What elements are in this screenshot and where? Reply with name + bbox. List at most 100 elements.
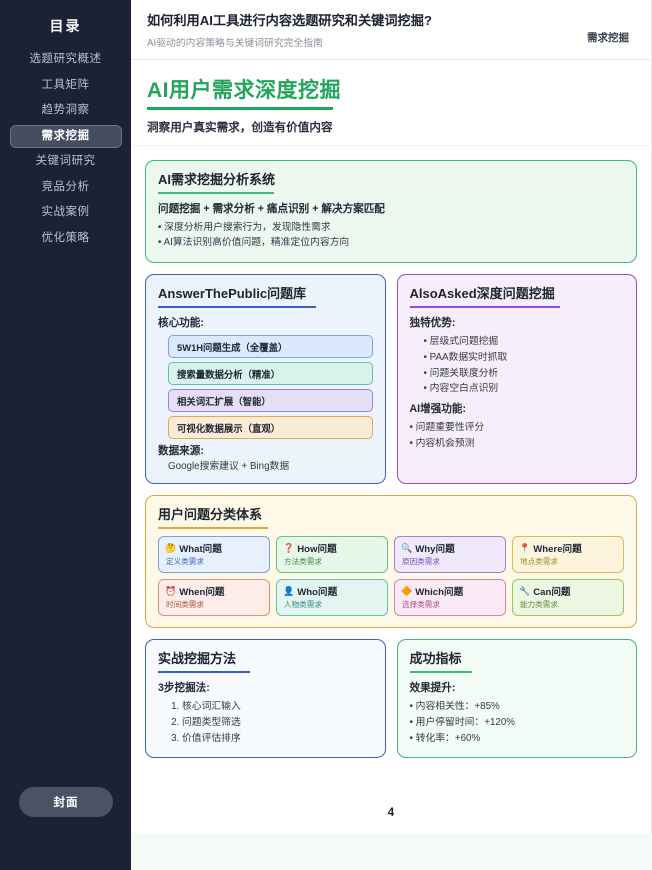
category-card-can-header: 🔧 Can问题 (519, 584, 617, 599)
card-question-categories-title: 用户问题分类体系 (158, 507, 263, 523)
list-item: AI算法识别高价值问题，精准定位内容方向 (158, 235, 624, 251)
sidebar-item-3-active[interactable]: 需求挖掘 (9, 124, 122, 148)
category-card-who[interactable]: 👤 Who问题 人物类需求 (276, 579, 388, 617)
category-label: Who问题 (297, 587, 338, 599)
list-item: 内容机会预测 (410, 436, 625, 452)
slide-topbar: 如何利用AI工具进行内容选题研究和关键词挖掘? AI驱动的内容策略与关键词研究完… (131, 0, 651, 60)
page-number: 4 (387, 807, 395, 819)
list-item: PAA数据实时抓取 (424, 350, 625, 366)
category-label: Which问题 (415, 587, 464, 599)
card-alsoasked-advantages-list: 层级式问题挖掘 PAA数据实时抓取 问题关联度分析 内容空白点识别 (424, 334, 625, 397)
card-method: 实战挖掘方法 3步挖掘法: 核心词汇输入 问题类型筛选 价值评估排序 (145, 639, 386, 759)
category-sublabel: 时间类需求 (166, 600, 204, 610)
category-label: When问题 (179, 587, 225, 599)
sidebar-item-0[interactable]: 选题研究概述 (29, 53, 102, 65)
list-item: 深度分析用户搜索行为，发现隐性需求 (158, 220, 624, 236)
card-alsoasked-lead-advantages: 独特优势: (409, 317, 456, 330)
card-answerthepublic-lead: 核心功能: (158, 317, 204, 330)
magnifier-icon: 🔍 (401, 542, 413, 553)
card-kpi: 成功指标 效果提升: 内容相关性：+85% 用户停留时间：+120% 转化率：+… (396, 639, 637, 759)
sidebar-item-2[interactable]: 趋势洞察 (41, 104, 90, 116)
map-pin-icon: 📍 (519, 542, 531, 553)
list-item: 核心词汇输入 (182, 699, 373, 715)
category-card-can[interactable]: 🔧 Can问题 能力类需求 (512, 579, 624, 617)
feature-pill: 可视化数据展示（直观） (168, 416, 373, 440)
cover-button[interactable]: 封面 (19, 787, 113, 817)
page-subtitle: 洞察用户真实需求，创造有价值内容 (147, 120, 333, 134)
sidebar-item-7[interactable]: 优化策略 (41, 231, 90, 244)
list-item: 层级式问题挖掘 (424, 334, 625, 350)
card-analysis-system-title: AI需求挖掘分析系统 (158, 171, 276, 187)
category-card-why-header: 🔍 Why问题 (401, 541, 499, 556)
card-method-title: 实战挖掘方法 (158, 651, 237, 667)
card-question-categories: 用户问题分类体系 🤔 What问题 定义类需求 ❓ (145, 495, 637, 629)
category-card-when[interactable]: ⏰ When问题 时间类需求 (158, 579, 270, 617)
category-sublabel: 能力类需求 (520, 600, 558, 610)
category-card-how-header: ❓ How问题 (283, 541, 381, 556)
sidebar-item-1[interactable]: 工具矩阵 (41, 78, 90, 91)
sidebar-item-6[interactable]: 实战案例 (41, 206, 90, 218)
category-sublabel: 地点类需求 (520, 557, 558, 567)
list-item: 内容相关性：+85% (410, 699, 625, 715)
category-label: Can问题 (533, 587, 571, 599)
feature-pill-list: 5W1H问题生成（全覆盖） 搜索量数据分析（精准） 相关词汇扩展（智能） 可视化… (168, 335, 373, 440)
category-card-why[interactable]: 🔍 Why问题 原因类需求 (394, 536, 506, 574)
category-label: Why问题 (415, 544, 455, 556)
card-analysis-system-list: 深度分析用户搜索行为，发现隐性需求 AI算法识别高价值问题，精准定位内容方向 (158, 220, 624, 251)
category-label: How问题 (297, 544, 337, 556)
card-analysis-system-rule (158, 191, 274, 194)
feature-pill: 5W1H问题生成（全覆盖） (168, 335, 373, 359)
category-card-where[interactable]: 📍 Where问题 地点类需求 (512, 536, 624, 574)
tools-row: AnswerThePublic问题库 核心功能: 5W1H问题生成（全覆盖） 搜… (145, 274, 637, 485)
card-kpi-title: 成功指标 (409, 651, 462, 667)
category-label: Where问题 (533, 544, 582, 556)
category-card-which[interactable]: 🔶 Which问题 选择类需求 (394, 579, 506, 617)
list-item: 转化率：+60% (410, 731, 625, 747)
thinking-face-icon: 🤔 (165, 542, 177, 553)
card-kpi-metrics: 内容相关性：+85% 用户停留时间：+120% 转化率：+60% (410, 699, 625, 746)
data-source-label: 数据来源: (158, 445, 204, 458)
list-item: 内容空白点识别 (424, 381, 625, 397)
category-card-where-header: 📍 Where问题 (519, 541, 617, 556)
document-subtitle: AI驱动的内容策略与关键词研究完全指南 (147, 37, 323, 49)
card-method-rule (158, 671, 250, 674)
title-underline (147, 106, 333, 110)
card-alsoasked-lead-ai: AI增强功能: (409, 402, 467, 415)
card-question-categories-rule (158, 527, 268, 530)
category-card-how[interactable]: ❓ How问题 方法类需求 (276, 536, 388, 574)
card-method-steps: 核心词汇输入 问题类型筛选 价值评估排序 (182, 699, 373, 746)
card-kpi-rule (409, 671, 472, 674)
sidebar-item-4[interactable]: 关键词研究 (35, 155, 96, 167)
slide-content: AI需求挖掘分析系统 问题挖掘 + 需求分析 + 痛点识别 + 解决方案匹配 深… (131, 146, 651, 833)
list-item: 问题类型筛选 (182, 715, 373, 731)
category-sublabel: 定义类需求 (166, 557, 204, 567)
category-card-who-header: 👤 Who问题 (283, 584, 381, 599)
card-kpi-lead: 效果提升: (409, 682, 456, 695)
card-analysis-system: AI需求挖掘分析系统 问题挖掘 + 需求分析 + 痛点识别 + 解决方案匹配 深… (145, 159, 637, 264)
feature-pill: 相关词汇扩展（智能） (168, 389, 373, 413)
section-badge: 需求挖掘 (587, 32, 629, 44)
slide: 如何利用AI工具进行内容选题研究和关键词挖掘? AI驱动的内容策略与关键词研究完… (131, 0, 652, 833)
category-sublabel: 人物类需求 (284, 600, 322, 610)
diamond-icon: 🔶 (401, 585, 413, 596)
card-answerthepublic: AnswerThePublic问题库 核心功能: 5W1H问题生成（全覆盖） 搜… (145, 274, 386, 485)
card-analysis-system-lead: 问题挖掘 + 需求分析 + 痛点识别 + 解决方案匹配 (158, 202, 385, 215)
document-title: 如何利用AI工具进行内容选题研究和关键词挖掘? (147, 13, 432, 28)
bottom-row: 实战挖掘方法 3步挖掘法: 核心词汇输入 问题类型筛选 价值评估排序 成功指标 … (145, 639, 637, 759)
question-category-grid: 🤔 What问题 定义类需求 ❓ How问题 方法类需求 (158, 536, 624, 617)
sidebar: 目录 选题研究概述 工具矩阵 趋势洞察 需求挖掘 关键词研究 竞品分析 实战案例… (0, 0, 131, 870)
list-item: 价值评估排序 (182, 731, 373, 747)
category-card-what[interactable]: 🤔 What问题 定义类需求 (158, 536, 270, 574)
person-icon: 👤 (283, 585, 295, 596)
sidebar-item-5[interactable]: 竞品分析 (41, 180, 90, 193)
card-answerthepublic-title: AnswerThePublic问题库 (158, 286, 307, 302)
category-sublabel: 方法类需求 (284, 557, 322, 567)
category-sublabel: 选择类需求 (402, 600, 440, 610)
card-answerthepublic-rule (158, 306, 316, 309)
category-card-which-header: 🔶 Which问题 (401, 584, 499, 599)
footer-strip (131, 833, 652, 870)
feature-pill: 搜索量数据分析（精准） (168, 362, 373, 386)
list-item: 问题关联度分析 (424, 366, 625, 382)
list-item: 问题重要性评分 (410, 420, 625, 436)
